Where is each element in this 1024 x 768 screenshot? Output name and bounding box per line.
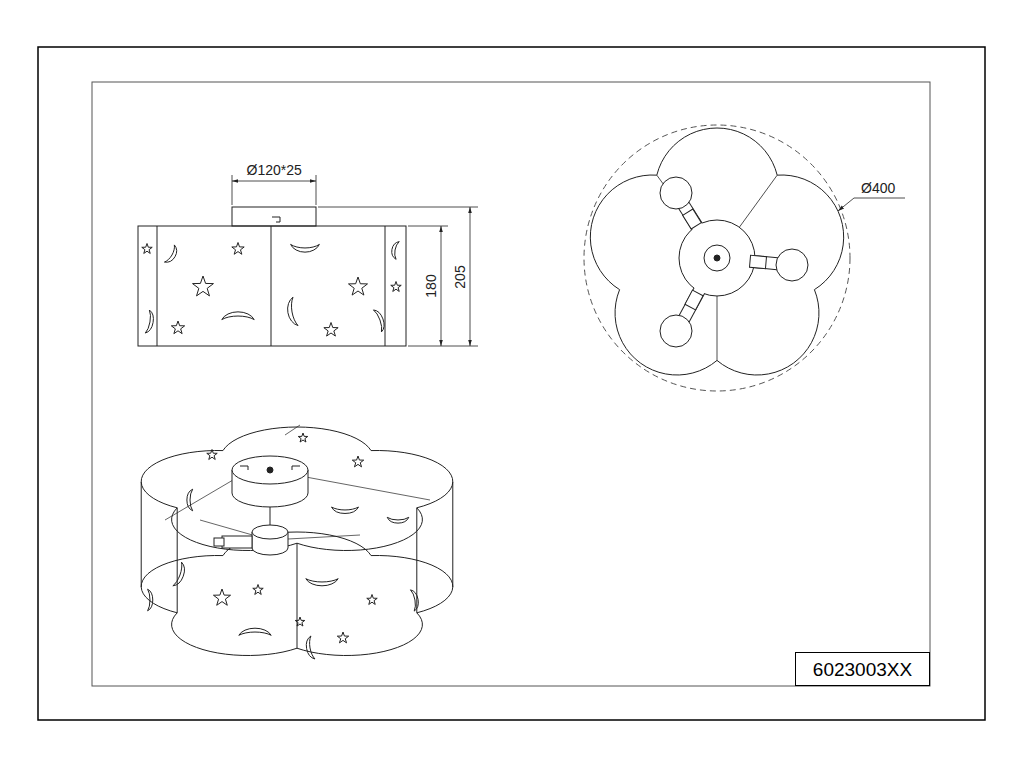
- moon-cutout: [187, 489, 193, 511]
- ceiling-cap: [232, 207, 316, 226]
- shade-seam: [452, 482, 453, 587]
- frame-wire: [285, 425, 300, 435]
- star-cutout: [348, 277, 367, 295]
- outer-frame: [38, 47, 985, 720]
- moon-cutout: [306, 579, 338, 586]
- side-view: [138, 207, 406, 346]
- extension-line: [408, 226, 448, 227]
- part-number: 6023003XX: [813, 660, 912, 679]
- bulb: [660, 315, 692, 347]
- shade-seam: [157, 226, 158, 346]
- cap-screw: [267, 467, 273, 473]
- moon-cutout: [239, 628, 271, 635]
- shade-seam: [141, 482, 142, 587]
- star-cutout: [232, 243, 244, 255]
- star-cutout: [324, 323, 338, 337]
- shade-top-edge: [141, 427, 453, 550]
- dimension-label: 205: [452, 265, 466, 288]
- socket: [750, 255, 767, 268]
- star-cutout: [298, 433, 308, 442]
- dimension-label: 180: [423, 274, 437, 297]
- leader-line: [838, 198, 905, 211]
- shade-side: [138, 226, 406, 346]
- inner-frame: [92, 82, 930, 686]
- star-cutout: [295, 617, 305, 626]
- star-cutout: [213, 589, 230, 605]
- hub-screw: [714, 255, 720, 261]
- socket: [683, 209, 702, 229]
- perspective-view: [141, 425, 453, 660]
- shade-seam: [271, 226, 272, 346]
- socket: [685, 290, 703, 310]
- dimension-line: [470, 207, 471, 346]
- arm-hub: [704, 245, 730, 271]
- extension-line: [408, 346, 478, 347]
- top-view: [584, 125, 850, 391]
- dimension-lines: [232, 175, 478, 346]
- moon-cutout: [390, 241, 399, 260]
- extension-line: [318, 207, 478, 208]
- star-cutout: [367, 595, 377, 605]
- moon-cutout: [164, 245, 179, 265]
- moon-cutout: [148, 589, 153, 611]
- frame-wire: [295, 475, 430, 500]
- shade-bottom-edge: [141, 532, 453, 655]
- shade-walls: [141, 482, 453, 648]
- star-cutout: [171, 321, 184, 334]
- moon-cutout: [222, 312, 254, 320]
- extension-line: [316, 175, 317, 205]
- arm-hub-top: [252, 525, 288, 539]
- moon-cutout: [410, 589, 419, 611]
- cap-slot: [272, 217, 280, 222]
- cap-slot: [292, 466, 300, 470]
- star-cutout: [391, 282, 401, 292]
- part-number-box: 6023003XX: [795, 652, 930, 686]
- diameter-circle: [584, 125, 850, 391]
- dimension-line: [441, 226, 442, 346]
- star-cutout: [337, 632, 348, 643]
- dimension-line: [232, 181, 316, 182]
- shade-outline: [590, 128, 843, 375]
- star-cutout: [193, 276, 214, 296]
- bulb: [660, 177, 692, 209]
- dimension-label: Ø120*25: [247, 163, 302, 177]
- shade-seam: [297, 543, 298, 648]
- dimension-label: Ø400: [861, 181, 895, 195]
- star-cutout: [142, 244, 152, 254]
- moon-cutout: [332, 507, 359, 513]
- moon-cutout: [145, 310, 155, 334]
- star-cutout: [253, 585, 263, 595]
- extension-line: [232, 175, 233, 205]
- moon-cutout: [173, 562, 188, 588]
- shade-seam: [177, 508, 178, 613]
- socket: [214, 538, 224, 546]
- bulb: [776, 249, 808, 281]
- moon-cutout: [387, 517, 409, 523]
- star-cutout: [207, 450, 217, 460]
- moon-cutout: [305, 636, 315, 660]
- diameter-leader: [838, 198, 905, 211]
- moon-cutout: [291, 244, 320, 252]
- moon-cutout: [285, 297, 298, 327]
- star-cutout: [352, 456, 363, 467]
- cap-slot: [240, 466, 248, 470]
- shade-frame-wires: [657, 175, 777, 360]
- ceiling-cap-top: [232, 456, 308, 484]
- moon-cutout: [373, 308, 386, 332]
- shade-seam: [385, 226, 386, 346]
- socket: [222, 536, 252, 548]
